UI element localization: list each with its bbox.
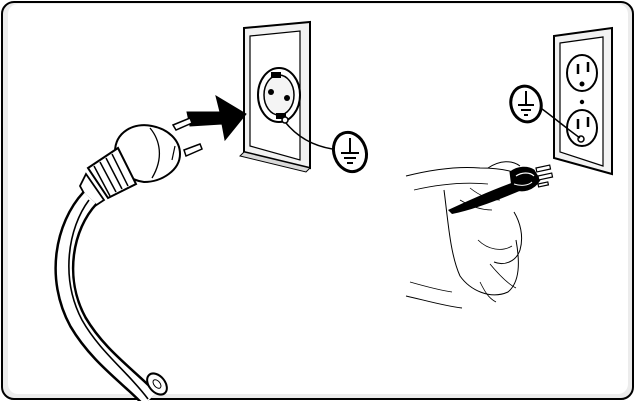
schuko-outlet bbox=[240, 22, 310, 172]
us-duplex-outlet bbox=[554, 28, 612, 174]
